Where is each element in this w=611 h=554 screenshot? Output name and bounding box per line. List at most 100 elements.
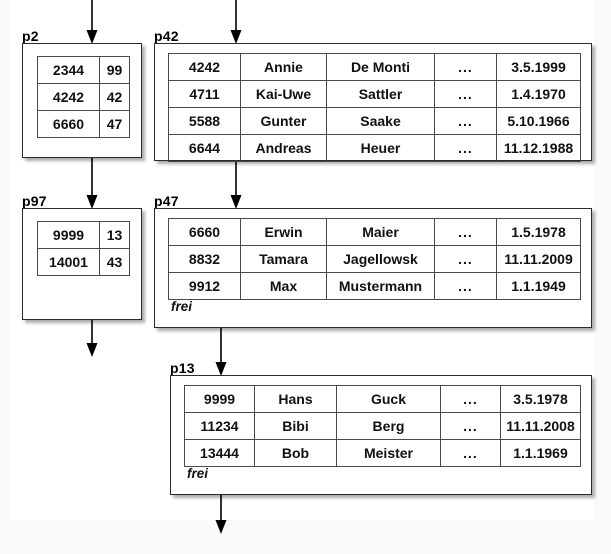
table-row: 6660 47 bbox=[37, 110, 130, 138]
cell-lastname: Guck bbox=[336, 385, 441, 413]
block-p42[interactable]: 4242 Annie De Monti ... 3.5.1999 4711 Ka… bbox=[154, 43, 592, 162]
cell-id: 9999 bbox=[184, 385, 255, 413]
table-row: 14001 43 bbox=[37, 248, 130, 276]
arrow-out-of-p13 bbox=[215, 495, 227, 534]
table-row: 4242 42 bbox=[37, 83, 130, 111]
table-row: 6660 Erwin Maier ... 1.5.1978 bbox=[168, 218, 581, 246]
cell-lastname: De Monti bbox=[326, 53, 435, 81]
cell-lastname: Heuer bbox=[326, 134, 435, 162]
cell-id: 4242 bbox=[168, 53, 241, 81]
cell-key: 4242 bbox=[37, 83, 100, 111]
table-p97: 9999 13 14001 43 bbox=[37, 221, 130, 276]
cell-firstname: Gunter bbox=[240, 107, 327, 135]
block-p13[interactable]: 9999 Hans Guck ... 3.5.1978 11234 Bibi B… bbox=[170, 375, 592, 495]
cell-pointer: 43 bbox=[99, 248, 130, 276]
cell-firstname: Hans bbox=[254, 385, 337, 413]
arrow-into-p42 bbox=[230, 0, 242, 44]
cell-id: 8832 bbox=[168, 245, 241, 273]
cell-date: 1.5.1978 bbox=[496, 218, 581, 246]
block-label-p47: p47 bbox=[154, 193, 179, 209]
cell-firstname: Erwin bbox=[240, 218, 327, 246]
cell-more: ... bbox=[434, 80, 497, 108]
block-label-p2: p2 bbox=[22, 28, 39, 44]
cell-pointer: 42 bbox=[99, 83, 130, 111]
arrow-into-p2 bbox=[86, 0, 98, 44]
table-row: 8832 Tamara Jagellowsk ... 11.11.2009 bbox=[168, 245, 581, 273]
cell-firstname: Bob bbox=[254, 439, 337, 467]
cell-lastname: Maier bbox=[326, 218, 435, 246]
table-row: 9999 Hans Guck ... 3.5.1978 bbox=[184, 385, 581, 413]
cell-firstname: Max bbox=[240, 272, 327, 300]
cell-key: 6660 bbox=[37, 110, 100, 138]
cell-key: 14001 bbox=[37, 248, 100, 276]
cell-pointer: 47 bbox=[99, 110, 130, 138]
cell-more: ... bbox=[434, 53, 497, 81]
cell-date: 3.5.1978 bbox=[500, 385, 581, 413]
cell-id: 4711 bbox=[168, 80, 241, 108]
cell-id: 6660 bbox=[168, 218, 241, 246]
table-row: 6644 Andreas Heuer ... 11.12.1988 bbox=[168, 134, 581, 162]
cell-pointer: 13 bbox=[99, 221, 130, 249]
block-label-p42: p42 bbox=[154, 28, 179, 44]
arrow-p42-to-p47 bbox=[230, 161, 242, 209]
cell-lastname: Meister bbox=[336, 439, 441, 467]
cell-firstname: Tamara bbox=[240, 245, 327, 273]
arrow-p2-to-p97 bbox=[86, 157, 98, 209]
cell-more: ... bbox=[440, 439, 501, 467]
cell-date: 1.1.1969 bbox=[500, 439, 581, 467]
table-row: 13444 Bob Meister ... 1.1.1969 bbox=[184, 439, 581, 467]
diagram-canvas: p2 2344 99 4242 42 6660 47 bbox=[10, 0, 594, 534]
cell-lastname: Saake bbox=[326, 107, 435, 135]
cell-id: 6644 bbox=[168, 134, 241, 162]
arrow-p47-to-p13 bbox=[215, 328, 227, 376]
cell-lastname: Sattler bbox=[326, 80, 435, 108]
cell-date: 11.11.2008 bbox=[500, 412, 581, 440]
cell-id: 13444 bbox=[184, 439, 255, 467]
table-row: 9912 Max Mustermann ... 1.1.1949 bbox=[168, 272, 581, 300]
cell-key: 2344 bbox=[37, 56, 100, 84]
cell-firstname: Kai-Uwe bbox=[240, 80, 327, 108]
cell-firstname: Annie bbox=[240, 53, 327, 81]
arrow-out-of-p97 bbox=[86, 320, 98, 357]
cell-more: ... bbox=[434, 245, 497, 273]
block-p47[interactable]: 6660 Erwin Maier ... 1.5.1978 8832 Tamar… bbox=[154, 208, 592, 328]
table-row: 4711 Kai-Uwe Sattler ... 1.4.1970 bbox=[168, 80, 581, 108]
table-p13: 9999 Hans Guck ... 3.5.1978 11234 Bibi B… bbox=[184, 385, 581, 467]
cell-firstname: Bibi bbox=[254, 412, 337, 440]
cell-date: 5.10.1966 bbox=[496, 107, 581, 135]
cell-key: 9999 bbox=[37, 221, 100, 249]
cell-lastname: Berg bbox=[336, 412, 441, 440]
cell-more: ... bbox=[434, 134, 497, 162]
cell-lastname: Mustermann bbox=[326, 272, 435, 300]
cell-date: 11.12.1988 bbox=[496, 134, 581, 162]
cell-more: ... bbox=[434, 218, 497, 246]
cell-id: 9912 bbox=[168, 272, 241, 300]
table-row: 5588 Gunter Saake ... 5.10.1966 bbox=[168, 107, 581, 135]
block-p2[interactable]: 2344 99 4242 42 6660 47 bbox=[22, 43, 142, 158]
table-row: 11234 Bibi Berg ... 11.11.2008 bbox=[184, 412, 581, 440]
free-space-label-p13: frei bbox=[187, 466, 209, 481]
cell-date: 3.5.1999 bbox=[496, 53, 581, 81]
cell-date: 1.1.1949 bbox=[496, 272, 581, 300]
block-label-p97: p97 bbox=[22, 193, 47, 209]
table-p42: 4242 Annie De Monti ... 3.5.1999 4711 Ka… bbox=[168, 53, 581, 162]
table-row: 9999 13 bbox=[37, 221, 130, 249]
cell-pointer: 99 bbox=[99, 56, 130, 84]
table-p47: 6660 Erwin Maier ... 1.5.1978 8832 Tamar… bbox=[168, 218, 581, 300]
table-row: 2344 99 bbox=[37, 56, 130, 84]
table-row: 4242 Annie De Monti ... 3.5.1999 bbox=[168, 53, 581, 81]
cell-id: 11234 bbox=[184, 412, 255, 440]
cell-more: ... bbox=[434, 272, 497, 300]
free-space-label-p47: frei bbox=[171, 299, 193, 314]
cell-more: ... bbox=[440, 385, 501, 413]
cell-more: ... bbox=[434, 107, 497, 135]
cell-date: 11.11.2009 bbox=[496, 245, 581, 273]
cell-date: 1.4.1970 bbox=[496, 80, 581, 108]
block-label-p13: p13 bbox=[170, 360, 195, 376]
table-p2: 2344 99 4242 42 6660 47 bbox=[37, 56, 130, 138]
cell-id: 5588 bbox=[168, 107, 241, 135]
cell-more: ... bbox=[440, 412, 501, 440]
block-p97[interactable]: 9999 13 14001 43 bbox=[22, 208, 142, 320]
cell-firstname: Andreas bbox=[240, 134, 327, 162]
